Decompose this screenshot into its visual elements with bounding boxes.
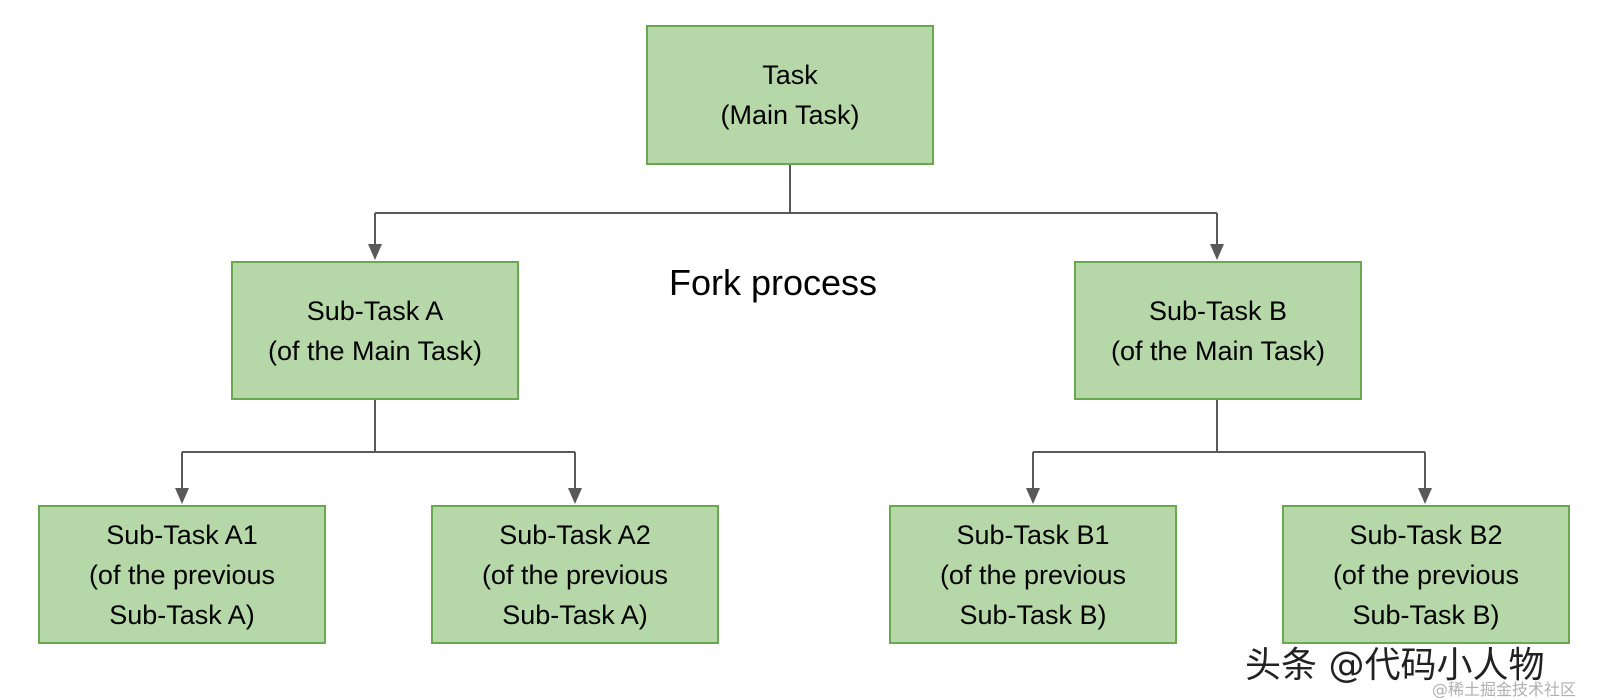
arrowhead-sub-task-b1: [1026, 488, 1040, 504]
connector-b: [1032, 400, 1426, 502]
diagram-title: Fork process: [669, 262, 878, 303]
node-sub-task-b2: Sub-Task B2 (of the previous Sub-Task B): [1282, 505, 1570, 644]
connector-a: [181, 400, 576, 502]
node-sub-task-a2: Sub-Task A2 (of the previous Sub-Task A): [431, 505, 719, 644]
node-sub-task-a1: Sub-Task A1 (of the previous Sub-Task A): [38, 505, 326, 644]
node-sub-task-a1-line1: Sub-Task A1: [106, 519, 258, 550]
node-sub-task-b-line2: (of the Main Task): [1110, 335, 1326, 366]
arrowhead-sub-task-a: [368, 244, 382, 260]
arrowhead-sub-task-b: [1210, 244, 1224, 260]
node-sub-task-a1-line2: (of the previous: [88, 559, 276, 590]
connector-root: [374, 165, 1218, 258]
node-sub-task-b2-line2: (of the previous: [1332, 559, 1520, 590]
node-sub-task-b1-line1: Sub-Task B1: [956, 519, 1110, 550]
node-sub-task-b1: Sub-Task B1 (of the previous Sub-Task B): [889, 505, 1177, 644]
node-sub-task-a: Sub-Task A (of the Main Task): [231, 261, 519, 400]
node-sub-task-b: Sub-Task B (of the Main Task): [1074, 261, 1362, 400]
node-sub-task-a-line1: Sub-Task A: [306, 295, 444, 326]
node-sub-task-b1-line2: (of the previous: [939, 559, 1127, 590]
node-main-task: Task (Main Task): [646, 25, 934, 165]
node-main-task-line2: (Main Task): [720, 100, 860, 130]
node-sub-task-a-line2: (of the Main Task): [267, 335, 483, 366]
node-sub-task-b1-line3: Sub-Task B): [959, 599, 1107, 630]
node-sub-task-a2-line2: (of the previous: [481, 559, 669, 590]
node-sub-task-b2-line1: Sub-Task B2: [1349, 519, 1503, 550]
arrowhead-sub-task-b2: [1418, 488, 1432, 504]
watermark-sub: @稀土掘金技术社区: [1432, 680, 1577, 699]
node-sub-task-a1-line3: Sub-Task A): [109, 599, 255, 630]
arrowheads: [175, 244, 1432, 504]
arrowhead-sub-task-a2: [568, 488, 582, 504]
node-sub-task-a2-line1: Sub-Task A2: [499, 519, 651, 550]
watermark-main: 头条 @代码小人物: [1245, 645, 1545, 686]
arrowhead-sub-task-a1: [175, 488, 189, 504]
node-main-task-line1: Task: [762, 60, 818, 90]
node-sub-task-b2-line3: Sub-Task B): [1352, 599, 1500, 630]
node-sub-task-a2-line3: Sub-Task A): [502, 599, 648, 630]
node-sub-task-b-line1: Sub-Task B: [1148, 295, 1288, 326]
